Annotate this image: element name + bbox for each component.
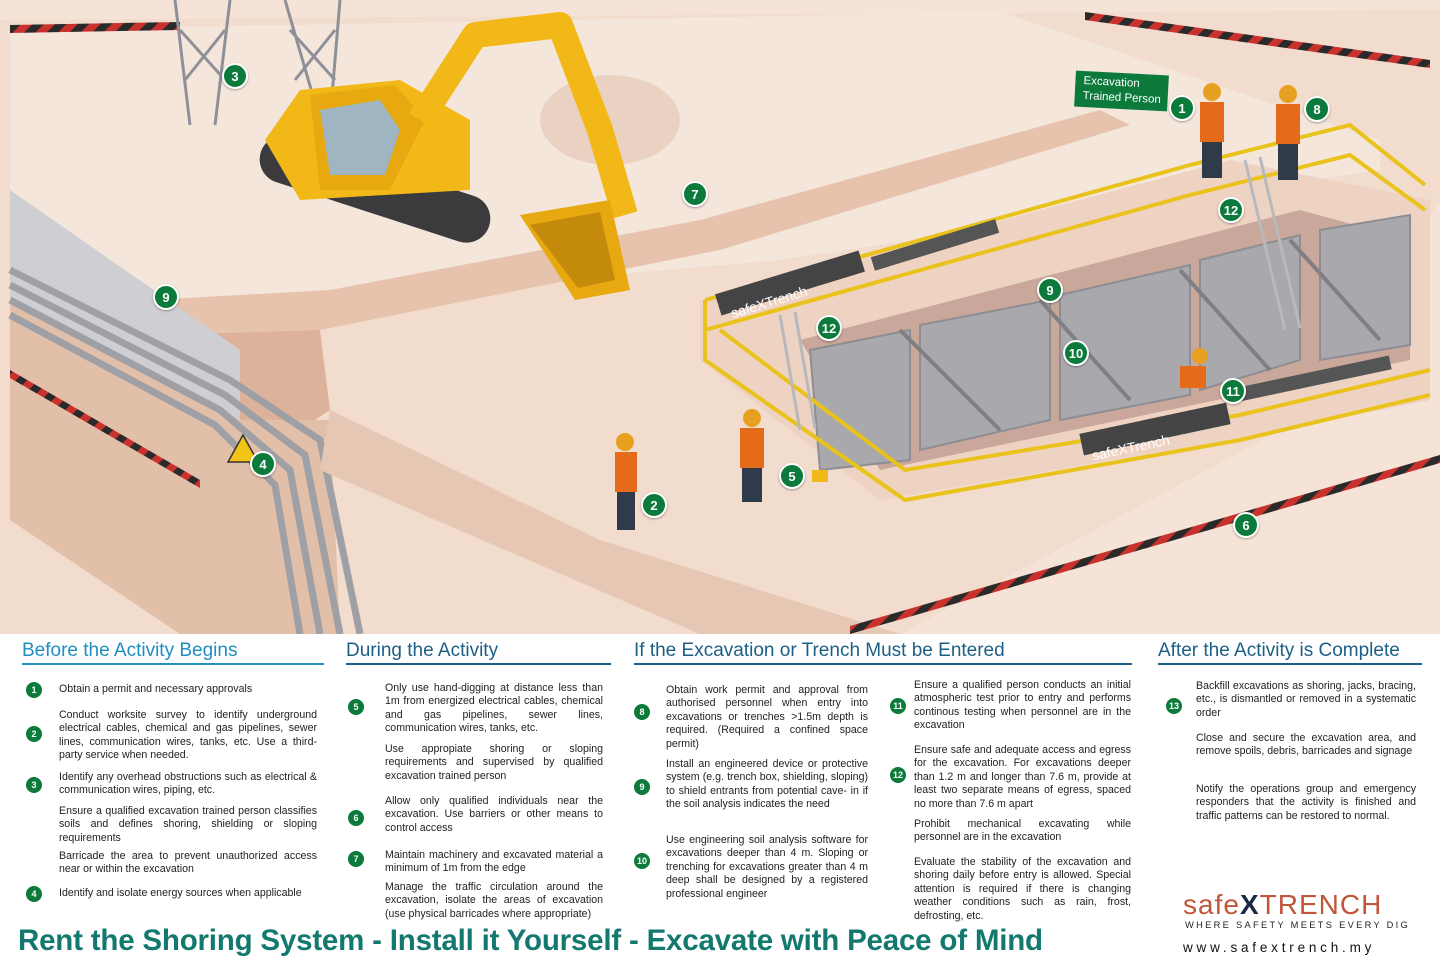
marker-11: 11 xyxy=(1220,378,1246,404)
ladders xyxy=(778,156,1302,431)
after-text-3: Notify the operations group and emergenc… xyxy=(1196,783,1416,822)
after-item-13: 13 xyxy=(1166,698,1182,714)
marker-12-top: 12 xyxy=(1218,197,1244,223)
entered-text-14: Evaluate the stability of the excavation… xyxy=(914,856,1131,922)
during-text-5: Manage the traffic circulation around th… xyxy=(385,881,603,920)
entered-item-8: 8 xyxy=(634,704,650,720)
during-item-7: 7 xyxy=(348,851,364,867)
entered-text-12: Ensure safe and adequate access and egre… xyxy=(914,744,1131,810)
entered-item-12: 12 xyxy=(890,767,906,783)
entered-item-10: 10 xyxy=(634,853,650,869)
marker-3: 3 xyxy=(222,63,248,89)
section-entered-title: If the Excavation or Trench Must be Ente… xyxy=(634,640,1132,665)
section-before-title: Before the Activity Begins xyxy=(22,640,324,665)
step-number: 4 xyxy=(26,886,42,902)
before-text-5: Barricade the area to prevent unauthoriz… xyxy=(59,850,317,876)
excavator xyxy=(259,12,638,300)
marker-9-right: 9 xyxy=(1037,277,1063,303)
before-item-6: 4 xyxy=(26,886,42,902)
trench-shield-panels xyxy=(808,213,1411,472)
step-number: 13 xyxy=(1166,698,1182,714)
during-text-1: Only use hand-digging at distance less t… xyxy=(385,682,603,735)
during-text-3: Allow only qualified individuals near th… xyxy=(385,795,603,834)
step-number: 3 xyxy=(26,777,42,793)
before-item-1: 1 xyxy=(26,682,42,698)
footer-tagline: Rent the Shoring System - Install it You… xyxy=(18,924,1043,957)
entered-text-10: Use engineering soil analysis software f… xyxy=(666,834,868,900)
before-text-1: Obtain a permit and necessary approvals xyxy=(59,683,253,695)
during-item-5: 5 xyxy=(348,699,364,715)
brand-slogan: WHERE SAFETY MEETS EVERY DIG xyxy=(1185,920,1411,930)
entered-item-11: 11 xyxy=(890,698,906,714)
marker-2: 2 xyxy=(641,492,667,518)
before-item-3: 3 xyxy=(26,777,42,793)
entered-text-13: Prohibit mechanical excavating while per… xyxy=(914,818,1131,844)
website-link[interactable]: www.safextrench.my xyxy=(1183,940,1376,955)
marker-1: 1 xyxy=(1169,95,1195,121)
before-item-2: 2 xyxy=(26,726,42,742)
step-number: 10 xyxy=(634,853,650,869)
marker-10: 10 xyxy=(1063,340,1089,366)
marker-12-left: 12 xyxy=(816,315,842,341)
excavation-site-drawing: safeXTrench safeXTrench xyxy=(0,0,1440,634)
workers xyxy=(615,83,1300,530)
section-before: Before the Activity Begins xyxy=(22,640,324,665)
marker-flag xyxy=(812,470,828,482)
after-text-2: Close and secure the excavation area, an… xyxy=(1196,732,1416,758)
marker-6: 6 xyxy=(1233,512,1259,538)
section-during: During the Activity xyxy=(346,640,611,665)
step-number: 5 xyxy=(348,699,364,715)
electrical-hazard-sign xyxy=(226,433,260,463)
section-after-title: After the Activity is Complete xyxy=(1158,640,1422,665)
marker-8: 8 xyxy=(1304,96,1330,122)
during-text-2: Use appropiate shoring or sloping requir… xyxy=(385,743,603,782)
step-number: 7 xyxy=(348,851,364,867)
entered-item-9: 9 xyxy=(634,779,650,795)
before-text-3: Identify any overhead obstructions such … xyxy=(59,771,317,797)
trench-struts xyxy=(898,238,1382,432)
guard-rails xyxy=(703,122,1431,503)
during-text-4: Maintain machinery and excavated materia… xyxy=(385,849,603,875)
power-tower xyxy=(173,0,342,126)
step-number: 1 xyxy=(26,682,42,698)
step-number: 8 xyxy=(634,704,650,720)
before-text-2: Conduct worksite survey to identify unde… xyxy=(59,709,317,762)
brand-logo: safeXTRENCH xyxy=(1183,889,1383,920)
site-illustration: safeXTrench safeXTrench xyxy=(0,0,1440,634)
section-after: After the Activity is Complete xyxy=(1158,640,1422,665)
section-during-title: During the Activity xyxy=(346,640,611,665)
marker-5: 5 xyxy=(779,463,805,489)
step-number: 11 xyxy=(890,698,906,714)
marker-9-left: 9 xyxy=(153,284,179,310)
section-entered: If the Excavation or Trench Must be Ente… xyxy=(634,640,1132,665)
before-text-4: Ensure a qualified excavation trained pe… xyxy=(59,805,317,844)
excavation-trained-person-label: Excavation Trained Person xyxy=(1074,70,1169,112)
marker-7: 7 xyxy=(682,181,708,207)
step-number: 2 xyxy=(26,726,42,742)
after-text-1: Backfill excavations as shoring, jacks, … xyxy=(1196,680,1416,719)
step-number: 6 xyxy=(348,810,364,826)
step-number: 9 xyxy=(634,779,650,795)
entered-text-8: Obtain work permit and approval from aut… xyxy=(666,684,868,750)
entered-text-11: Ensure a qualified person conducts an in… xyxy=(914,679,1131,732)
marker-4: 4 xyxy=(250,451,276,477)
entered-text-9: Install an engineered device or protecti… xyxy=(666,758,868,811)
during-item-6: 6 xyxy=(348,810,364,826)
step-number: 12 xyxy=(890,767,906,783)
before-text-6: Identify and isolate energy sources when… xyxy=(59,887,302,899)
barricade-tapes xyxy=(10,12,1440,634)
